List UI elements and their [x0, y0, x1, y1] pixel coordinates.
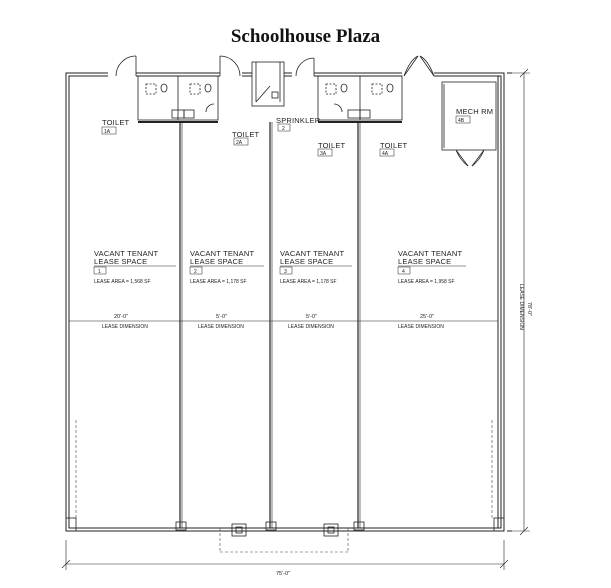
- room-tag-3a: 3A: [320, 151, 327, 157]
- space-2-number: 2: [194, 269, 197, 275]
- space-3-width-dim: 5'-0": [306, 314, 317, 320]
- room-labels: TOILET 1A TOILET 2A SPRINKLER 2 TOILET 3…: [101, 107, 493, 157]
- space-2-width-dim: 5'-0": [216, 314, 227, 320]
- exterior-walls: [65, 72, 512, 532]
- space-4-label-line2: LEASE SPACE: [398, 257, 451, 266]
- space-3-dim-label: LEASE DIMENSION: [288, 324, 334, 330]
- space-4-lease-area: LEASE AREA = 1,958 SF: [398, 279, 455, 285]
- space-2-dim-label: LEASE DIMENSION: [198, 324, 244, 330]
- plan-title: Schoolhouse Plaza: [230, 26, 381, 47]
- depth-text-group: 78'-0" LEASE DIMENSION: [518, 284, 532, 330]
- space-3-label-line2: LEASE SPACE: [280, 257, 333, 266]
- storefront-piers: [65, 517, 505, 537]
- room-name-2a: TOILET: [232, 130, 260, 139]
- overall-depth-dimension: [512, 68, 530, 536]
- room-tag-2a: 2A: [236, 140, 243, 146]
- room-tag-4a: 4A: [382, 151, 389, 157]
- space-1-label-line1: VACANT TENANT: [94, 249, 158, 258]
- space-4-label-line1: VACANT TENANT: [398, 249, 462, 258]
- overall-depth-text: 78'-0": [526, 302, 532, 316]
- room-name-1a: TOILET: [102, 118, 130, 127]
- storefront-lines: [75, 420, 493, 553]
- lease-space-4: VACANT TENANT LEASE SPACE 4 LEASE AREA =…: [397, 249, 466, 330]
- overall-width-dimension: [61, 540, 509, 570]
- space-3-label-line1: VACANT TENANT: [280, 249, 344, 258]
- room-tag-mech: 4B: [458, 118, 465, 124]
- space-2-lease-area: LEASE AREA = 1,178 SF: [190, 279, 247, 285]
- space-3-number: 3: [284, 269, 287, 275]
- space-1-label-line2: LEASE SPACE: [94, 257, 147, 266]
- room-name-3a: TOILET: [318, 141, 346, 150]
- space-1-width-dim: 20'-0": [114, 314, 128, 320]
- lease-space-1: VACANT TENANT LEASE SPACE 1 LEASE AREA =…: [93, 249, 176, 330]
- space-4-width-dim: 25'-0": [420, 314, 434, 320]
- space-1-dim-label: LEASE DIMENSION: [102, 324, 148, 330]
- space-1-number: 1: [98, 269, 101, 275]
- mech-room: [441, 81, 497, 167]
- room-name-sprinkler: SPRINKLER: [276, 116, 321, 125]
- room-tag-1a: 1A: [104, 129, 111, 135]
- space-2-label-line1: VACANT TENANT: [190, 249, 254, 258]
- depth-label-text: LEASE DIMENSION: [518, 284, 524, 330]
- space-4-number: 4: [402, 269, 405, 275]
- door-openings: [108, 70, 434, 78]
- doors: [115, 55, 435, 77]
- demising-walls: [179, 122, 361, 528]
- restroom-blocks: [137, 75, 403, 123]
- room-name-4a: TOILET: [380, 141, 408, 150]
- lease-space-2: VACANT TENANT LEASE SPACE 2 LEASE AREA =…: [189, 249, 264, 330]
- space-4-dim-label: LEASE DIMENSION: [398, 324, 444, 330]
- room-tag-sprinkler: 2: [282, 126, 285, 132]
- room-name-mech: MECH RM: [456, 107, 493, 116]
- lease-space-3: VACANT TENANT LEASE SPACE 3 LEASE AREA =…: [279, 249, 352, 330]
- sprinkler-room: [251, 61, 285, 107]
- overall-width-text: 75'-0": [276, 571, 290, 577]
- space-1-lease-area: LEASE AREA = 1,568 SF: [94, 279, 151, 285]
- space-2-label-line2: LEASE SPACE: [190, 257, 243, 266]
- space-3-lease-area: LEASE AREA = 1,178 SF: [280, 279, 337, 285]
